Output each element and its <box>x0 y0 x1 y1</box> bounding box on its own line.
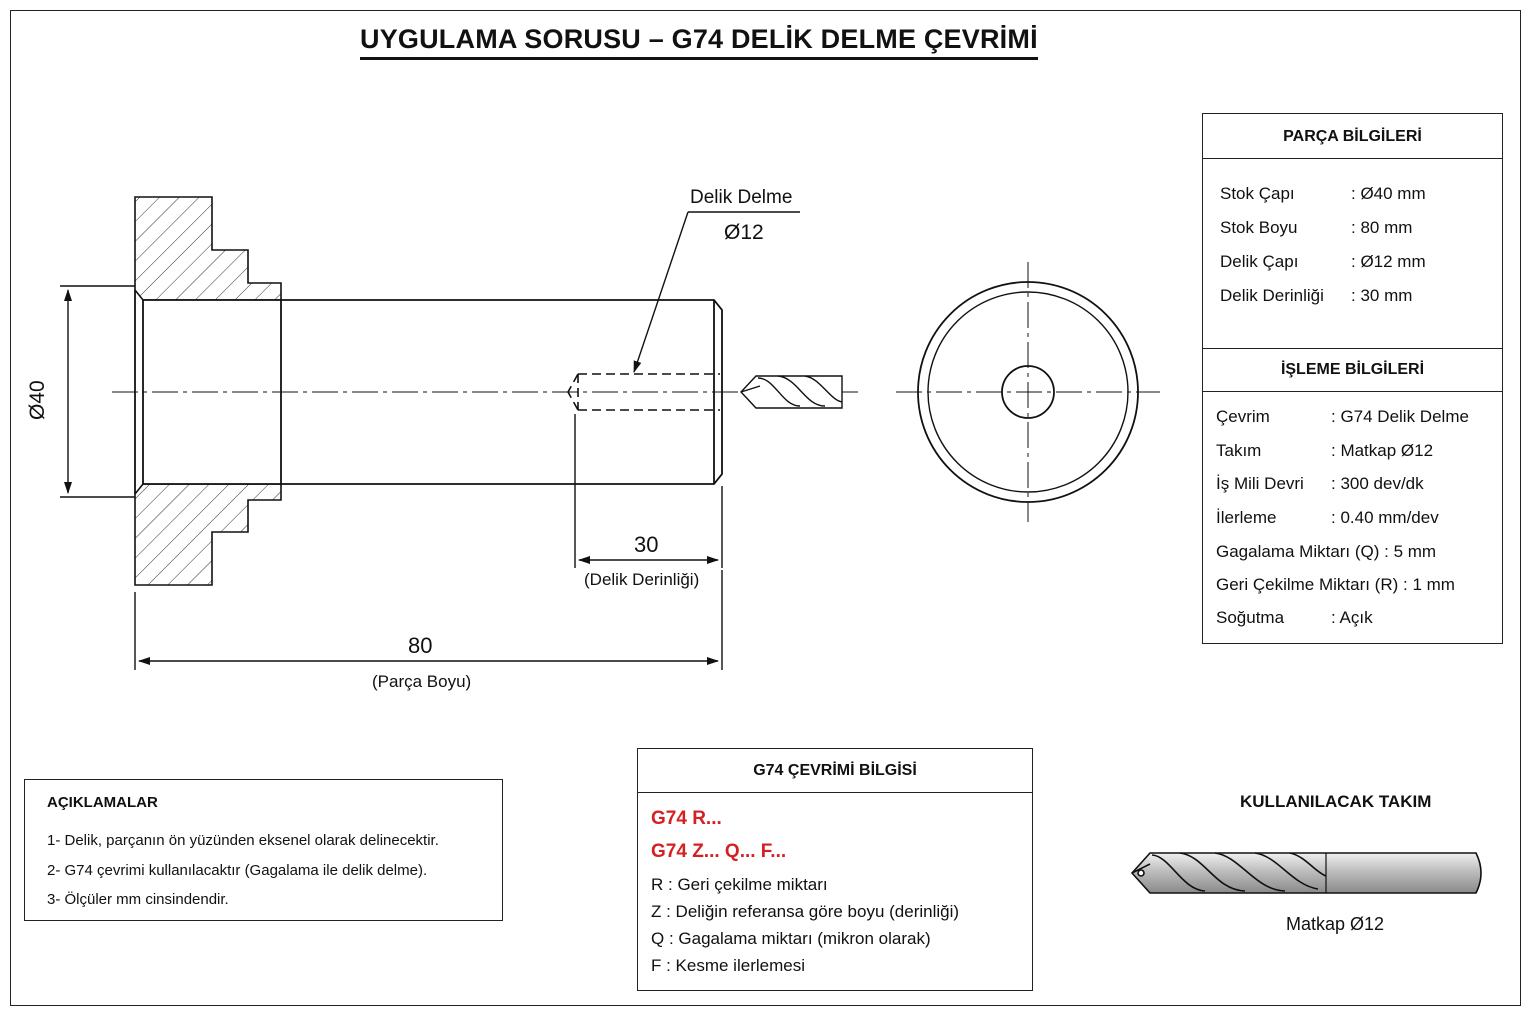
drill-bit-large <box>1130 852 1482 894</box>
part-row-value: : Ø40 mm <box>1351 184 1426 203</box>
notes-box: AÇIKLAMALAR 1- Delik, parçanın ön yüzünd… <box>24 779 503 921</box>
process-row-label: Takım <box>1216 441 1262 460</box>
part-row-label: Delik Derinliği <box>1220 286 1324 305</box>
process-row-label: Çevrim <box>1216 407 1270 426</box>
process-row-value: : 300 dev/dk <box>1331 474 1424 493</box>
g74-info-box: G74 ÇEVRİMİ BİLGİSİ G74 R... G74 Z... Q.… <box>637 748 1033 991</box>
tool-header: KULLANILACAK TAKIM <box>1240 792 1432 811</box>
hole-leader <box>633 211 800 373</box>
part-row-value: : 80 mm <box>1351 218 1413 237</box>
g74-header: G74 ÇEVRİMİ BİLGİSİ <box>638 749 1032 793</box>
part-row-label: Stok Çapı <box>1220 184 1295 203</box>
process-info-header: İŞLEME BİLGİLERİ <box>1203 349 1502 392</box>
note-item: 1- Delik, parçanın ön yüzünden eksenel o… <box>47 832 439 849</box>
g74-def: Q : Gagalama miktarı (mikron olarak) <box>651 929 931 948</box>
process-row-text: Gagalama Miktarı (Q) : 5 mm <box>1216 542 1437 561</box>
length-dimension <box>134 570 723 670</box>
hole-diameter-label: Ø12 <box>724 221 764 244</box>
process-row-label: İş Mili Devri <box>1216 474 1304 493</box>
process-row-value: : G74 Delik Delme <box>1331 407 1469 426</box>
part-row-value: : 30 mm <box>1351 286 1413 305</box>
diameter-label: Ø40 <box>26 380 49 420</box>
tool-caption: Matkap Ø12 <box>1286 914 1385 934</box>
diameter-dimension <box>60 285 135 498</box>
note-item: 3- Ölçüler mm cinsindendir. <box>47 891 229 908</box>
g74-code-line1: G74 R... <box>651 808 722 829</box>
chuck-jaw-upper <box>134 196 282 301</box>
drawing-frame <box>10 10 1521 1006</box>
g74-def: Z : Deliğin referansa göre boyu (derinli… <box>651 902 960 921</box>
process-row-value: : Açık <box>1331 608 1373 627</box>
g74-code-line2: G74 Z... Q... F... <box>651 841 787 862</box>
process-row-label: İlerleme <box>1216 508 1277 527</box>
length-caption: (Parça Boyu) <box>372 672 472 691</box>
process-row-value: : 0.40 mm/dev <box>1331 508 1439 527</box>
depth-dimension <box>574 414 723 568</box>
part-info-header: PARÇA BİLGİLERİ <box>1203 114 1502 159</box>
depth-value: 30 <box>634 532 659 557</box>
end-view <box>896 262 1160 522</box>
g74-def: F : Kesme ilerlemesi <box>651 956 805 975</box>
process-row-value: : Matkap Ø12 <box>1331 441 1434 460</box>
g74-def: R : Geri çekilme miktarı <box>651 875 828 894</box>
depth-caption: (Delik Derinliği) <box>584 570 700 589</box>
hole-label: Delik Delme <box>690 187 793 208</box>
page-title: UYGULAMA SORUSU – G74 DELİK DELME ÇEVRİM… <box>360 24 1038 60</box>
process-row-label: Soğutma <box>1216 608 1285 627</box>
part-row-label: Delik Çapı <box>1220 252 1299 271</box>
part-row-label: Stok Boyu <box>1220 218 1298 237</box>
chuck-jaw-lower <box>134 483 282 586</box>
process-row-text: Geri Çekilme Miktarı (R) : 1 mm <box>1216 575 1455 594</box>
part-row-value: : Ø12 mm <box>1351 252 1426 271</box>
notes-header: AÇIKLAMALAR <box>47 794 158 811</box>
length-value: 80 <box>408 633 433 658</box>
info-panel: PARÇA BİLGİLERİ Stok Çapı : Ø40 mm Stok … <box>1202 113 1503 644</box>
note-item: 2- G74 çevrimi kullanılacaktır (Gagalama… <box>47 862 428 879</box>
drill-bit-side <box>740 375 843 409</box>
